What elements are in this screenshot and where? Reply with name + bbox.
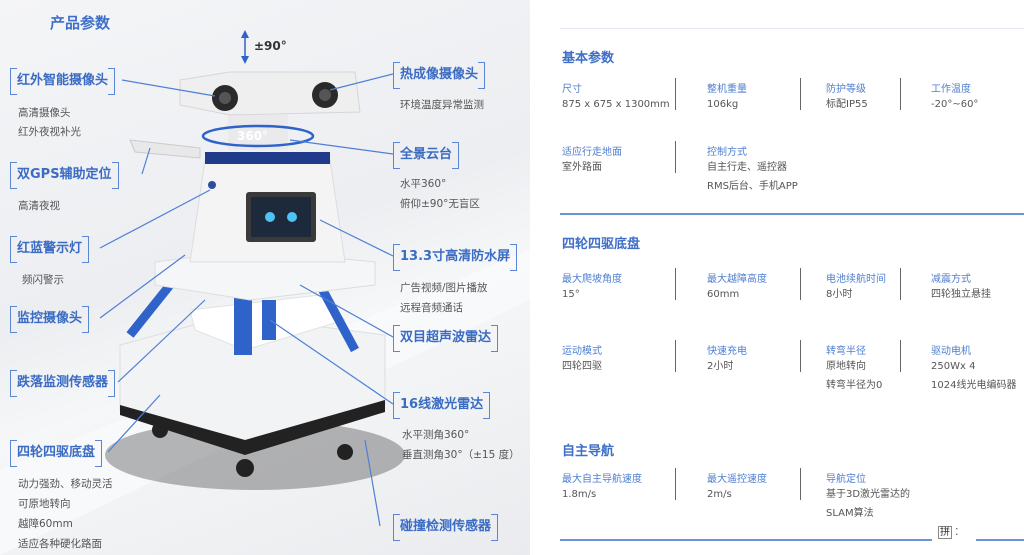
label-thermal: 热成像摄像头 — [393, 62, 486, 89]
spec-value: 基于3D激光雷达的 — [826, 489, 911, 500]
label-chassis: 四轮四驱底盘 — [10, 440, 103, 467]
spec-value: 250Wx 4 — [931, 361, 976, 372]
section-nav-title: 自主导航 — [562, 444, 615, 459]
spec-value: 106kg — [707, 99, 739, 110]
label-ultrasonic: 双目超声波雷达 — [393, 325, 499, 352]
ime-pinyin-button[interactable]: 拼 — [938, 526, 952, 539]
spec-panel: 基本参数 尺寸 875 x 675 x 1300mm 整机重量 106kg 防护等级标配… — [540, 0, 1024, 555]
spec-value: SLAM算法 — [826, 508, 874, 519]
label-monitor-camera: 监控摄像头 — [10, 306, 90, 333]
spec-value: 标配IP55 — [826, 99, 868, 110]
desc: 适应各种硬化路面 — [18, 538, 102, 550]
spec-key: 控制方式 — [707, 147, 747, 158]
spec-value: 2小时 — [707, 361, 734, 372]
desc: 红外夜视补光 — [18, 126, 81, 138]
spec-key: 防护等级 — [826, 84, 866, 95]
spec-value: RMS后台、手机APP — [707, 181, 798, 192]
section-title: 产品参数 — [50, 14, 111, 32]
spec-value: 1.8m/s — [562, 489, 597, 500]
spec-value: 室外路面 — [562, 162, 602, 173]
desc: 可原地转向 — [18, 498, 71, 510]
desc: 水平360° — [400, 178, 447, 190]
spec-key: 电池续航时间 — [826, 274, 886, 285]
spec-key: 适应行走地面 — [562, 147, 622, 158]
desc: 环境温度异常监测 — [400, 99, 484, 111]
divider — [560, 539, 932, 541]
label-ir-camera: 红外智能摄像头 — [10, 68, 116, 95]
robot-illustration — [99, 30, 405, 527]
column-divider — [900, 78, 901, 110]
column-divider — [900, 340, 901, 372]
spec-value: 自主行走、遥控器 — [707, 162, 787, 173]
spec-value: 原地转向 — [826, 361, 866, 372]
label-lidar: 16线激光雷达 — [393, 392, 491, 419]
spec-key: 快速充电 — [707, 346, 747, 357]
spec-key: 整机重量 — [707, 84, 747, 95]
spec-value: 60mm — [707, 289, 740, 300]
spec-key: 最大爬坡角度 — [562, 274, 622, 285]
desc: 频闪警示 — [22, 274, 64, 286]
spec-value: 四轮四驱 — [562, 361, 602, 372]
spec-value: 15° — [562, 289, 580, 300]
desc: 水平测角360° — [402, 429, 470, 441]
divider — [560, 28, 1024, 29]
ime-settings-icon[interactable]: ⁚ — [955, 527, 959, 538]
label-fall-sensor: 跌落监测传感器 — [10, 370, 116, 397]
label-ptz: 全景云台 — [393, 142, 460, 169]
desc: 垂直测角30°（±15 度） — [402, 449, 520, 461]
spec-key: 驱动电机 — [931, 346, 971, 357]
spec-value: 四轮独立悬挂 — [931, 289, 991, 300]
column-divider — [675, 340, 676, 372]
label-warning-light: 红蓝警示灯 — [10, 236, 90, 263]
column-divider — [800, 340, 801, 372]
desc: 高清夜视 — [18, 200, 60, 212]
spec-value: 1024线光电编码器 — [931, 380, 1017, 391]
label-screen: 13.3寸高清防水屏 — [393, 244, 518, 271]
column-divider — [675, 78, 676, 110]
column-divider — [675, 268, 676, 300]
column-divider — [675, 141, 676, 173]
pan-range: 360° — [237, 129, 269, 143]
spec-key: 最大遥控速度 — [707, 474, 767, 485]
column-divider — [800, 78, 801, 110]
divider — [976, 539, 1024, 541]
spec-key: 最大自主导航速度 — [562, 474, 642, 485]
product-illustration-panel: 产品参数 ±90° 360° 红外智能摄像头 高清摄像头 红外夜视补光 双GPS… — [0, 0, 530, 555]
spec-value: 转弯半径为0 — [826, 380, 883, 391]
desc: 俯仰±90°无盲区 — [400, 198, 480, 210]
column-divider — [675, 468, 676, 500]
label-gps: 双GPS辅助定位 — [10, 162, 119, 189]
label-collision: 碰撞检测传感器 — [393, 514, 499, 541]
column-divider — [900, 268, 901, 300]
desc: 广告视频/图片播放 — [400, 282, 488, 294]
section-chassis-title: 四轮四驱底盘 — [562, 237, 641, 252]
spec-key: 最大越障高度 — [707, 274, 767, 285]
section-basic-title: 基本参数 — [562, 51, 615, 66]
desc: 动力强劲、移动灵活 — [18, 478, 113, 490]
spec-key: 尺寸 — [562, 84, 582, 95]
spec-key: 减震方式 — [931, 274, 971, 285]
column-divider — [800, 268, 801, 300]
divider — [560, 213, 1024, 215]
tilt-range: ±90° — [254, 39, 287, 53]
desc: 远程音频通话 — [400, 302, 463, 314]
desc: 越障60mm — [18, 518, 73, 530]
spec-value: 8小时 — [826, 289, 853, 300]
spec-value: 2m/s — [707, 489, 732, 500]
desc: 高清摄像头 — [18, 107, 71, 119]
spec-value: -20°~60° — [931, 99, 979, 110]
spec-key: 工作温度 — [931, 84, 971, 95]
ime-toolbar[interactable]: 拼 ⁚ — [938, 523, 959, 539]
spec-key: 转弯半径 — [826, 346, 866, 357]
spec-value: 875 x 675 x 1300mm — [562, 99, 670, 110]
column-divider — [800, 468, 801, 500]
spec-key: 运动模式 — [562, 346, 602, 357]
spec-key: 导航定位 — [826, 474, 866, 485]
